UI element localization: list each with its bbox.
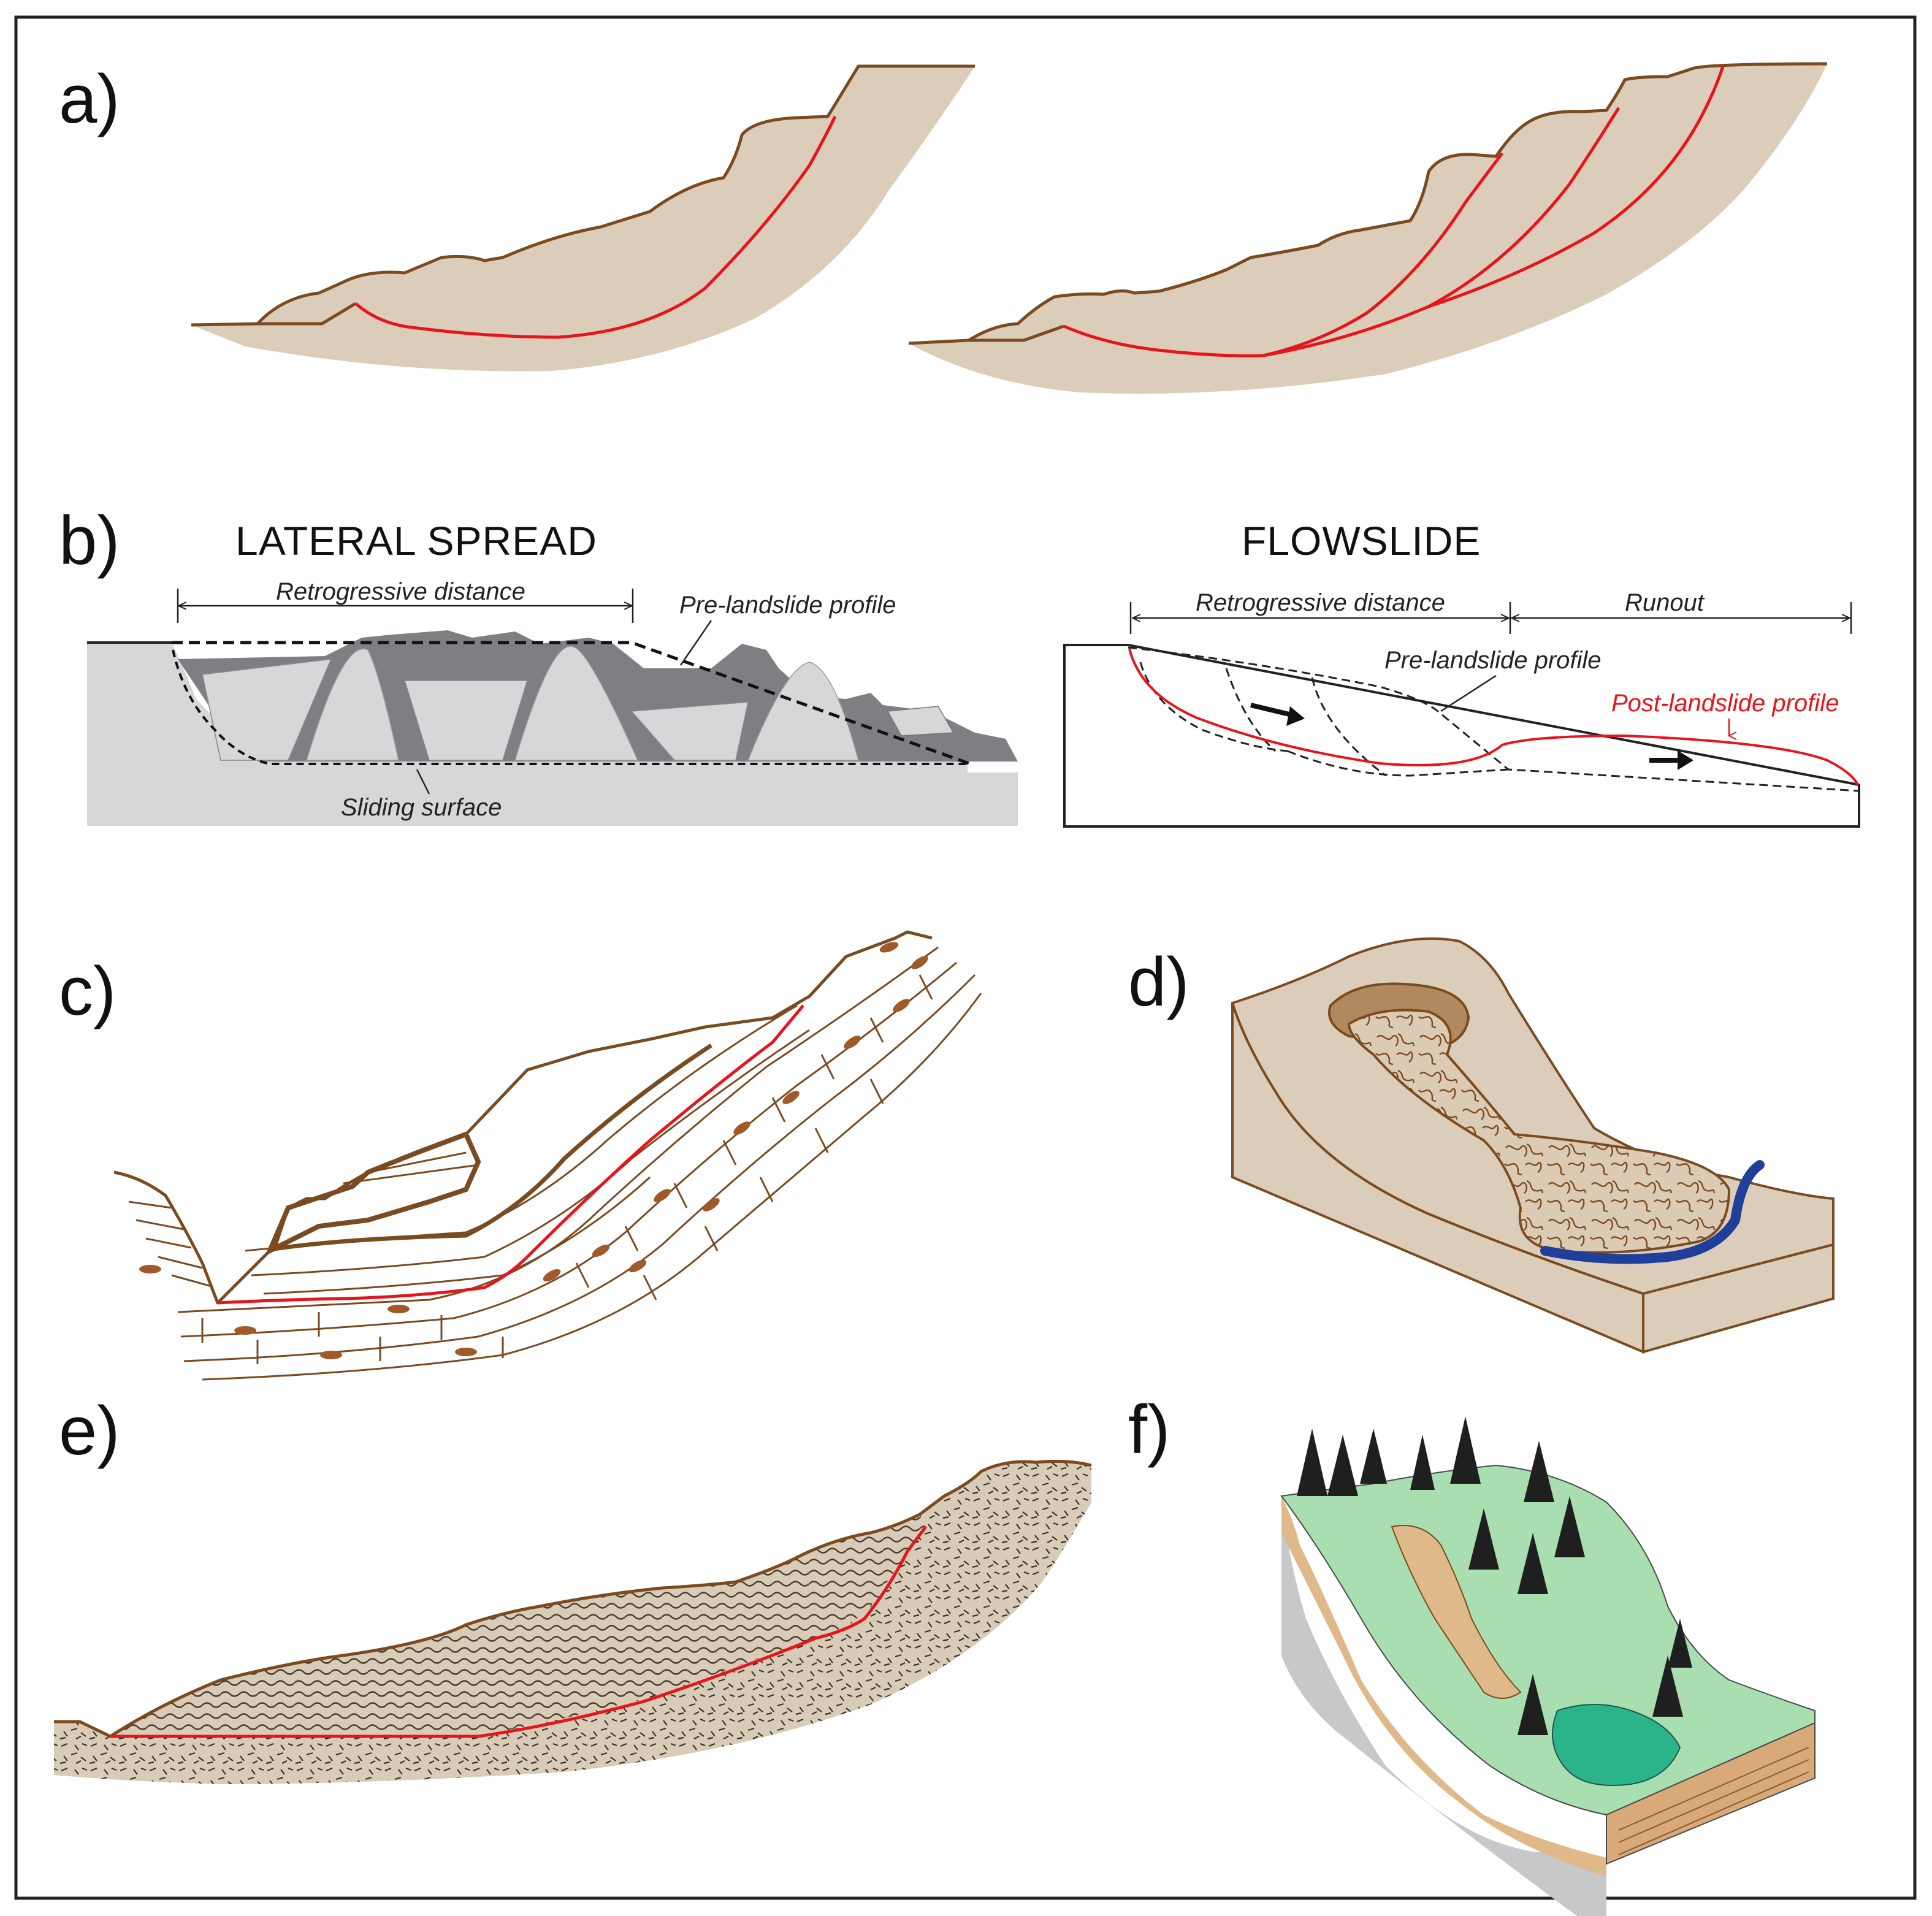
graben-wedge-1 [305, 648, 399, 761]
horst-block-2 [403, 680, 529, 761]
tree-icon [1468, 1508, 1499, 1570]
sliding-surface-line [172, 649, 969, 765]
panel-label-d: d) [1128, 944, 1189, 1020]
tree-icon [1297, 1429, 1327, 1496]
bedrock-background [114, 938, 975, 1349]
panel-e: e) [54, 1392, 1092, 1784]
slide-block-bedding [343, 1151, 479, 1185]
scarp-outline [258, 302, 357, 326]
soil-mass [191, 66, 975, 372]
slide-block-outline [265, 1131, 481, 1256]
tree-icon [1360, 1429, 1387, 1484]
tree-icon [1410, 1435, 1435, 1490]
pre-landslide-leader [679, 620, 712, 666]
horst-block-1 [202, 658, 332, 761]
sliding-surface-label: Sliding surface [341, 794, 502, 821]
tree-icon [1518, 1674, 1548, 1735]
planar-slip-surface [217, 1004, 804, 1305]
flowslide-pre-leader [1440, 674, 1497, 712]
tree-icon [1327, 1435, 1358, 1496]
panel-label-f: f) [1128, 1391, 1170, 1468]
slip-surface-1 [1063, 152, 1504, 357]
thick-bedding-plane [269, 1044, 712, 1252]
panel-label-a: a) [59, 61, 120, 137]
post-landslide-profile-line [1128, 648, 1859, 785]
post-landslide-profile-label: Post-landslide profile [1611, 690, 1839, 717]
tree-icon [1554, 1496, 1585, 1557]
tree-icon [1450, 1416, 1481, 1484]
scarp-outline [969, 324, 1064, 342]
retrogressive-distance-label: Retrogressive distance [276, 578, 525, 605]
movement-arrowhead-1 [1286, 706, 1305, 726]
horst-block-3 [630, 701, 749, 761]
slip-surface [110, 1525, 927, 1738]
panel-c: c) [59, 930, 982, 1381]
conifer-trees [1297, 1416, 1692, 1735]
ground-surface-outline [191, 64, 975, 327]
block-left-face [1231, 1002, 1644, 1354]
flowslide-title: FLOWSLIDE [1242, 518, 1481, 563]
movement-arrowhead-2 [1678, 750, 1693, 770]
pre-landslide-dashed [1128, 646, 1860, 792]
valley-outline [113, 930, 933, 1305]
landslide-scar [1391, 1525, 1522, 1699]
panel-label-e: e) [59, 1392, 120, 1469]
limestone-nodules [139, 942, 928, 1359]
flowslide-pre-landslide-label: Pre-landslide profile [1384, 647, 1602, 674]
panel-a: a) [59, 61, 1828, 394]
toe-block [887, 706, 955, 736]
panel-f: f) [1128, 1391, 1816, 1916]
slip-surface-2 [1262, 107, 1621, 357]
lateral-spread-diagram: LATERAL SPREAD Retrogressive distance Pr… [87, 518, 1018, 826]
flowslide-frame [1063, 644, 1860, 828]
front-soil-stripes [1618, 1747, 1809, 1855]
panel-label-c: c) [59, 953, 116, 1029]
base-dashed [1287, 750, 1509, 777]
rotational-slide-multiple [908, 62, 1828, 394]
rotational-slide-single [191, 64, 975, 372]
ground-surface-outline [908, 62, 1828, 345]
tree-icon [1524, 1441, 1554, 1502]
bedding-joints [201, 974, 933, 1364]
left-valley-bedding [128, 1200, 212, 1288]
slip-surface [354, 115, 837, 339]
lateral-spread-title: LATERAL SPREAD [235, 518, 597, 563]
ground-block [87, 643, 1018, 826]
slip-surface-3 [1428, 66, 1725, 308]
runout-label: Runout [1625, 589, 1705, 616]
debris-deposit [1552, 1704, 1681, 1786]
flowslide-diagram: FLOWSLIDE Retrogressive distance Runout … [1063, 518, 1860, 828]
front-soil-face [1606, 1722, 1816, 1865]
pre-landslide-profile-label: Pre-landslide profile [679, 592, 896, 619]
tree-icon [1518, 1533, 1548, 1594]
panel-d: d) [1128, 937, 1835, 1354]
slide-mass [110, 1514, 926, 1736]
earthflow-deposit [1347, 1009, 1731, 1254]
river [1540, 1160, 1765, 1264]
block-front-face [1642, 1243, 1835, 1354]
bedding-planes [177, 946, 982, 1381]
panel-b: b) LATERAL SPREAD Retrogressive distance… [59, 502, 1860, 828]
ground-surface-outline [54, 1459, 1092, 1738]
graben-wedge-2 [514, 646, 639, 761]
sliding-surface-leader [416, 769, 430, 795]
tree-icon [1668, 1619, 1692, 1668]
rock-face [1281, 1496, 1606, 1916]
slide-block-dashed-3 [1311, 677, 1386, 777]
figure-frame [14, 15, 1917, 1900]
flowslide-retrogressive-distance-label: Retrogressive distance [1196, 589, 1445, 616]
panel-label-b: b) [59, 502, 120, 579]
slide-block-dashed-2 [1225, 668, 1277, 752]
tree-icon [1652, 1655, 1683, 1717]
